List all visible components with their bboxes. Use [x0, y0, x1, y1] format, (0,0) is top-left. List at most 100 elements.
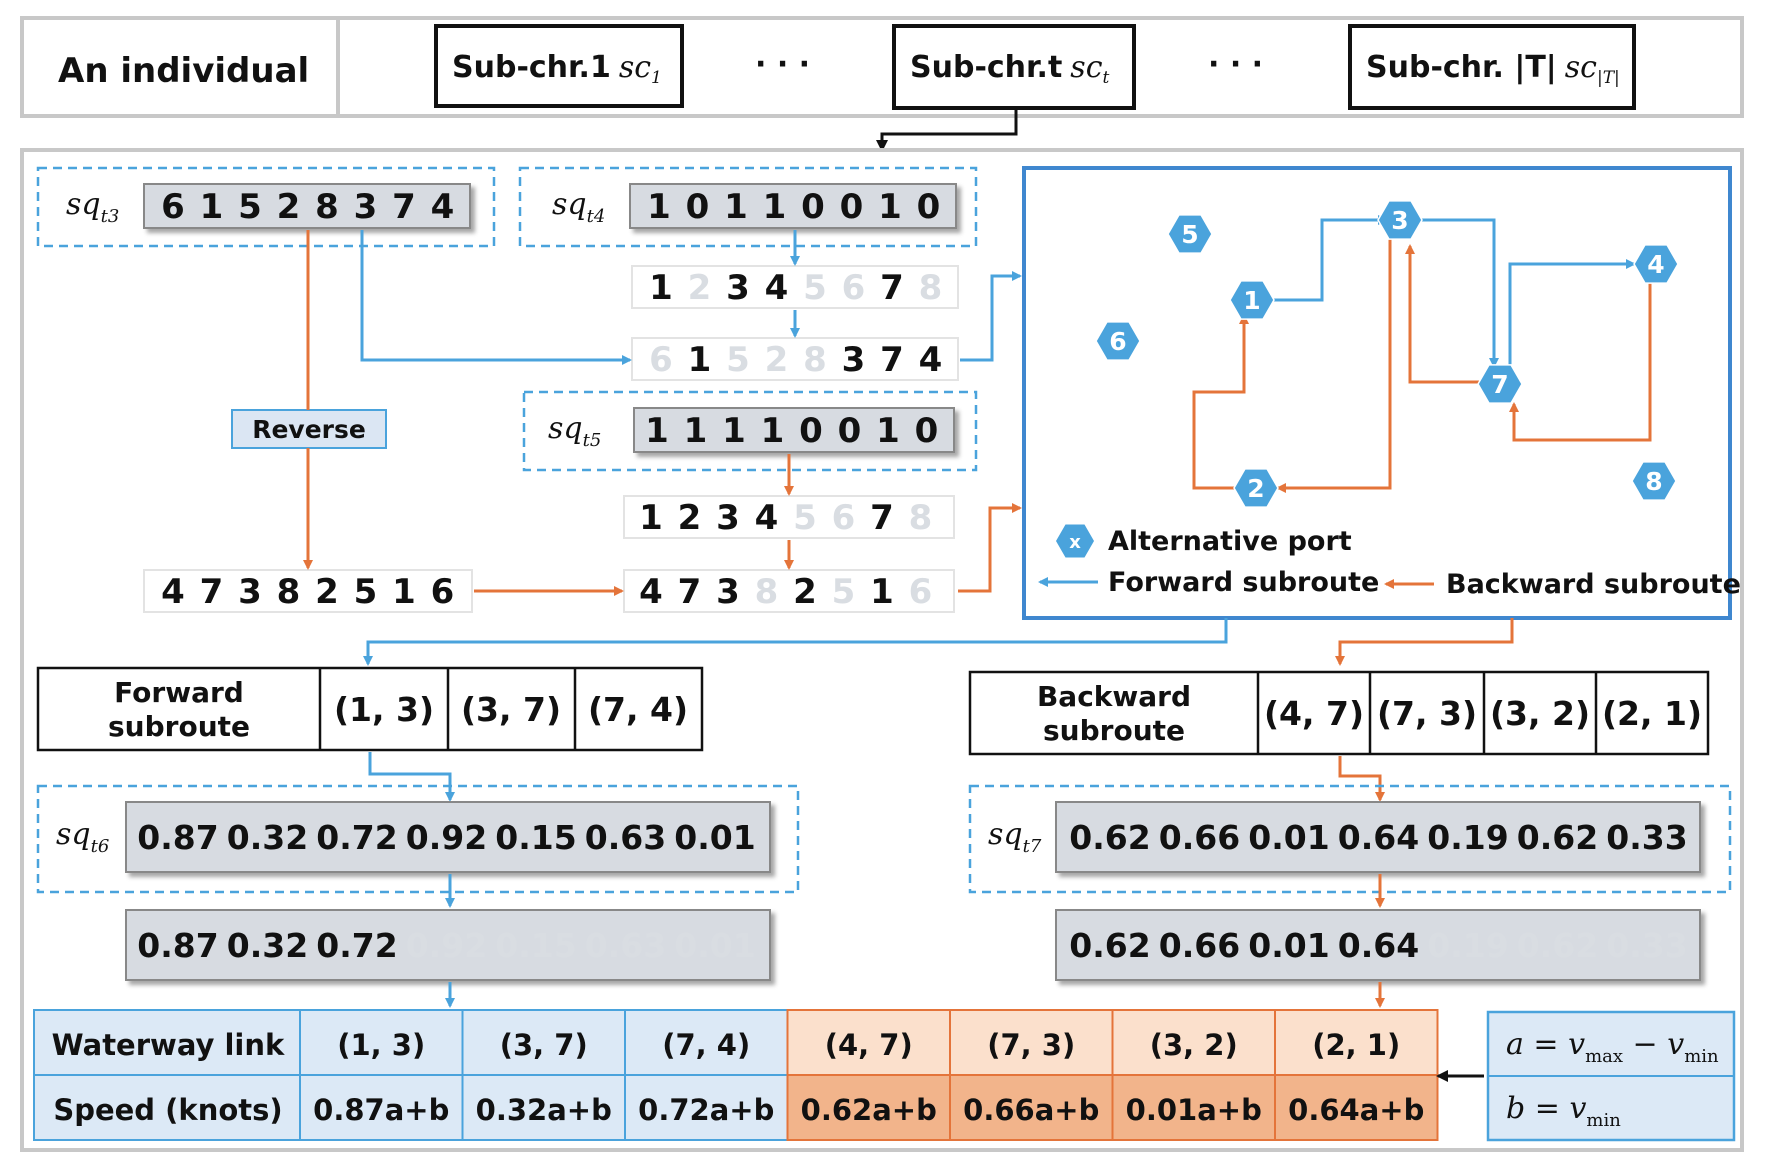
sq6-used-cell — [125, 909, 771, 981]
link-cell: (7, 4) — [662, 1028, 750, 1062]
sq6-used-value: 0.92 — [406, 926, 487, 965]
legend-forward-label: Forward subroute — [1108, 567, 1379, 598]
sq6-frame — [36, 784, 800, 894]
sq6-cell — [125, 801, 771, 873]
sq7-value: 0.19 — [1427, 818, 1508, 857]
speed-cell-bg — [299, 1074, 464, 1141]
map-frame — [1022, 166, 1732, 620]
legend-backward-label: Backward subroute — [1446, 569, 1741, 600]
port-3-label: 3 — [1391, 206, 1408, 235]
reversed-digit: 6 — [431, 572, 455, 612]
sq6-value: 0.92 — [406, 818, 487, 857]
speed-cell-bg — [1274, 1074, 1439, 1141]
reversed-digit: 2 — [315, 572, 339, 612]
forward-leg-1-3 — [1252, 215, 1388, 302]
sq5-digit: 1 — [761, 411, 785, 451]
arrow-backward-map — [958, 503, 1022, 593]
sq4-frame — [518, 166, 978, 248]
port-digit: 7 — [880, 268, 904, 308]
port-digit: 2 — [688, 268, 712, 308]
forward-link-cell: (3, 7) — [461, 690, 561, 729]
backward-leg-7-3 — [1405, 244, 1486, 384]
port-1-label: 1 — [1243, 286, 1260, 315]
backward-digit: 2 — [793, 572, 817, 612]
formula-a: a = vmax − vmin — [1506, 1027, 1719, 1067]
backward-table-title-1: Backward — [1037, 680, 1191, 713]
sq7-value: 0.01 — [1248, 818, 1329, 857]
port-2-label: 2 — [1247, 474, 1264, 503]
link-cell-bg — [949, 1009, 1114, 1076]
port-2-icon — [1233, 468, 1279, 508]
port-digit: 6 — [832, 498, 856, 538]
forward-digit: 6 — [649, 340, 673, 380]
sq7-used-value: 0.01 — [1248, 926, 1329, 965]
sq5-digit: 0 — [915, 411, 939, 451]
port-digit: 2 — [678, 498, 702, 538]
sq4-name: sqt4 — [552, 187, 605, 227]
sq4-digit: 0 — [917, 187, 941, 227]
sq3-name: sqt3 — [66, 187, 119, 227]
sq5-cell — [633, 407, 955, 453]
sq3-digit: 8 — [315, 187, 339, 227]
sq6-value: 0.32 — [227, 818, 308, 857]
backward-link-cell: (3, 2) — [1490, 694, 1590, 733]
sq4-cell — [629, 183, 957, 229]
sq5-digit: 1 — [645, 411, 669, 451]
sq7-frame — [968, 784, 1732, 894]
link-cell-bg — [1111, 1009, 1276, 1076]
sq7-used-value: 0.62 — [1517, 926, 1598, 965]
sub-chr-t-box — [892, 24, 1136, 110]
port-4-icon — [1633, 244, 1679, 284]
sq7-cell — [1055, 801, 1701, 873]
port-5-icon — [1167, 214, 1213, 254]
ports-row-2 — [623, 495, 955, 539]
speed-cell-bg — [1111, 1074, 1276, 1141]
sq3-digit: 1 — [200, 187, 224, 227]
forward-digit: 8 — [803, 340, 827, 380]
backward-digit: 1 — [870, 572, 894, 612]
map-legend: x Alternative port Forward subroute Back… — [1038, 524, 1741, 600]
sq3-digit: 6 — [161, 187, 185, 227]
backward-row — [623, 569, 955, 613]
sq4-digit: 0 — [801, 187, 825, 227]
link-cell: (1, 3) — [337, 1028, 425, 1062]
individual-label: An individual — [58, 51, 309, 91]
link-cell-bg — [1274, 1009, 1439, 1076]
reversed-digit: 3 — [238, 572, 262, 612]
sq7-value: 0.66 — [1159, 818, 1240, 857]
arrow-map-forward-table — [363, 618, 1228, 666]
sq5-digit: 0 — [799, 411, 823, 451]
sq6-name: sqt6 — [56, 817, 109, 857]
backward-digit: 4 — [639, 572, 663, 612]
sq3-digit: 7 — [392, 187, 416, 227]
port-digit: 5 — [803, 268, 827, 308]
sq6-used-value: 0.87 — [137, 926, 218, 965]
backward-digit: 5 — [832, 572, 856, 612]
expand-arrow — [876, 108, 1018, 152]
legend-port-icon — [1056, 524, 1094, 558]
sq4-digit: 1 — [647, 187, 671, 227]
backward-leg-2-1 — [1192, 314, 1249, 490]
formula-box: a = vmax − vmin b = vmin — [1486, 1010, 1736, 1142]
port-digit: 8 — [919, 268, 943, 308]
speed-cell-bg — [624, 1074, 789, 1141]
sq7-value: 0.62 — [1069, 818, 1150, 857]
sq6-used-value: 0.63 — [585, 926, 666, 965]
sq5-digit: 0 — [838, 411, 862, 451]
sq7-used-value: 0.62 — [1069, 926, 1150, 965]
speed-cell: 0.66a+b — [963, 1093, 1099, 1127]
backward-digit: 8 — [755, 572, 779, 612]
port-digit: 1 — [639, 498, 663, 538]
port-7-icon — [1477, 364, 1523, 404]
link-cell: (4, 7) — [825, 1028, 913, 1062]
forward-digit: 3 — [842, 340, 866, 380]
